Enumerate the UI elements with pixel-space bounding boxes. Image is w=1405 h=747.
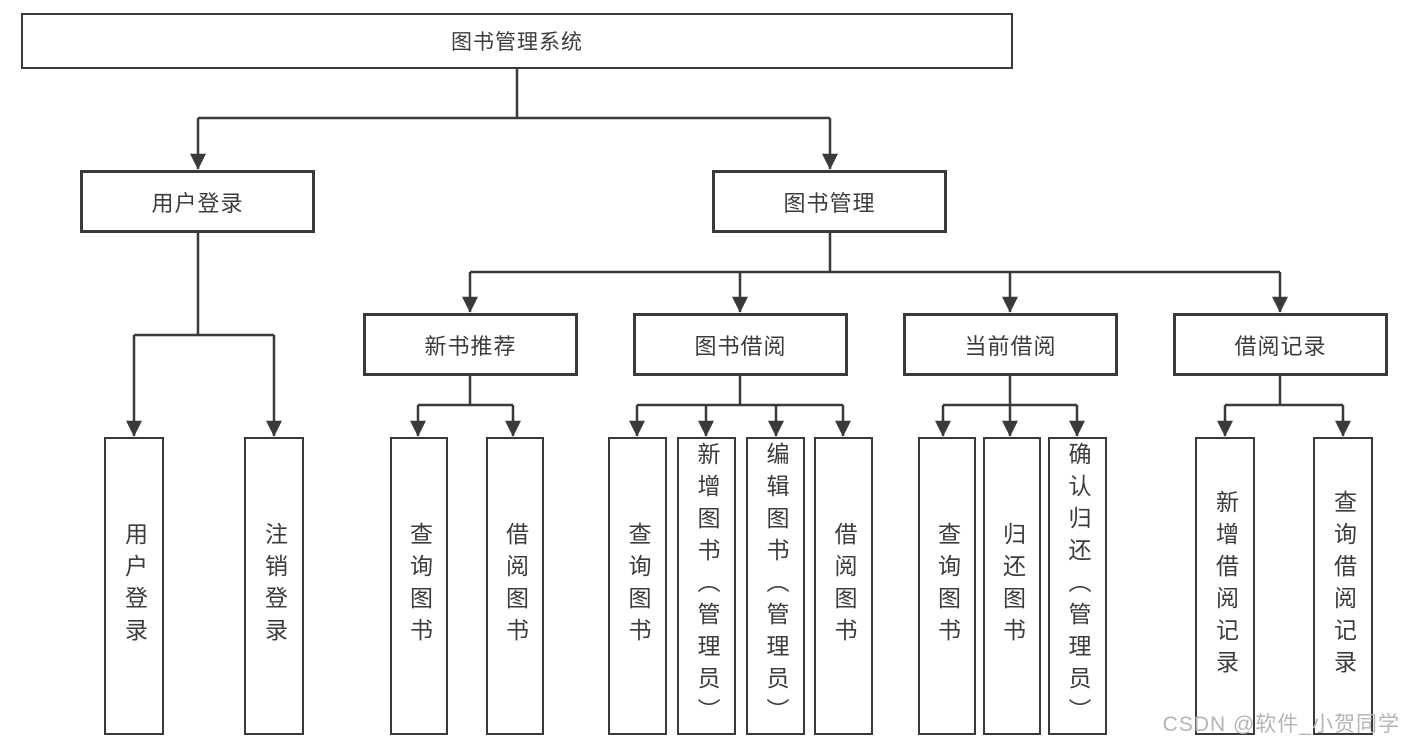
node-label: 注销登录 bbox=[261, 522, 288, 650]
node-label: 借阅记录 bbox=[1234, 333, 1327, 359]
node-label: 当前借阅 bbox=[964, 333, 1057, 359]
leaf-query-borrow-record: 查询借阅记录 bbox=[1313, 437, 1373, 735]
leaf-borrow-books: 借阅图书 bbox=[814, 437, 873, 735]
leaf-borrow-books-newbooks: 借阅图书 bbox=[486, 437, 544, 735]
leaf-logout: 注销登录 bbox=[244, 437, 304, 735]
node-label: 图书借阅 bbox=[694, 333, 787, 359]
leaf-return-books: 归还图书 bbox=[983, 437, 1041, 735]
node-borrowing-records: 借阅记录 bbox=[1173, 313, 1388, 376]
leaf-query-books-current: 查询图书 bbox=[918, 437, 976, 735]
node-label: 新书推荐 bbox=[424, 333, 517, 359]
node-label: 确认归还（管理员） bbox=[1065, 442, 1091, 730]
node-book-borrowing: 图书借阅 bbox=[633, 313, 848, 376]
node-label: 查询图书 bbox=[934, 522, 961, 650]
leaf-add-books-admin: 新增图书（管理员） bbox=[677, 437, 736, 735]
node-label: 新增图书（管理员） bbox=[694, 442, 720, 730]
leaf-add-borrow-record: 新增借阅记录 bbox=[1195, 437, 1255, 735]
node-label: 归还图书 bbox=[999, 522, 1026, 650]
node-label: 图书管理 bbox=[783, 190, 876, 216]
leaf-query-books-newbooks: 查询图书 bbox=[390, 437, 448, 735]
node-library-management-system: 图书管理系统 bbox=[21, 13, 1013, 69]
node-label: 用户登录 bbox=[121, 522, 148, 650]
node-user-login: 用户登录 bbox=[80, 170, 315, 233]
node-label: 查询图书 bbox=[625, 522, 651, 650]
node-new-book-recommendation: 新书推荐 bbox=[363, 313, 578, 376]
node-label: 查询图书 bbox=[406, 522, 433, 650]
node-label: 新增借阅记录 bbox=[1212, 490, 1239, 682]
node-book-management: 图书管理 bbox=[712, 170, 947, 233]
leaf-query-books-borrowing: 查询图书 bbox=[608, 437, 667, 735]
leaf-edit-books-admin: 编辑图书（管理员） bbox=[746, 437, 805, 735]
node-label: 查询借阅记录 bbox=[1330, 490, 1357, 682]
node-label: 图书管理系统 bbox=[451, 31, 583, 54]
node-current-borrowing: 当前借阅 bbox=[903, 313, 1118, 376]
leaf-confirm-return-admin: 确认归还（管理员） bbox=[1048, 437, 1107, 735]
leaf-user-login: 用户登录 bbox=[104, 437, 164, 735]
node-label: 借阅图书 bbox=[831, 522, 857, 650]
node-label: 用户登录 bbox=[151, 190, 244, 216]
node-label: 借阅图书 bbox=[502, 522, 529, 650]
node-label: 编辑图书（管理员） bbox=[763, 442, 789, 730]
